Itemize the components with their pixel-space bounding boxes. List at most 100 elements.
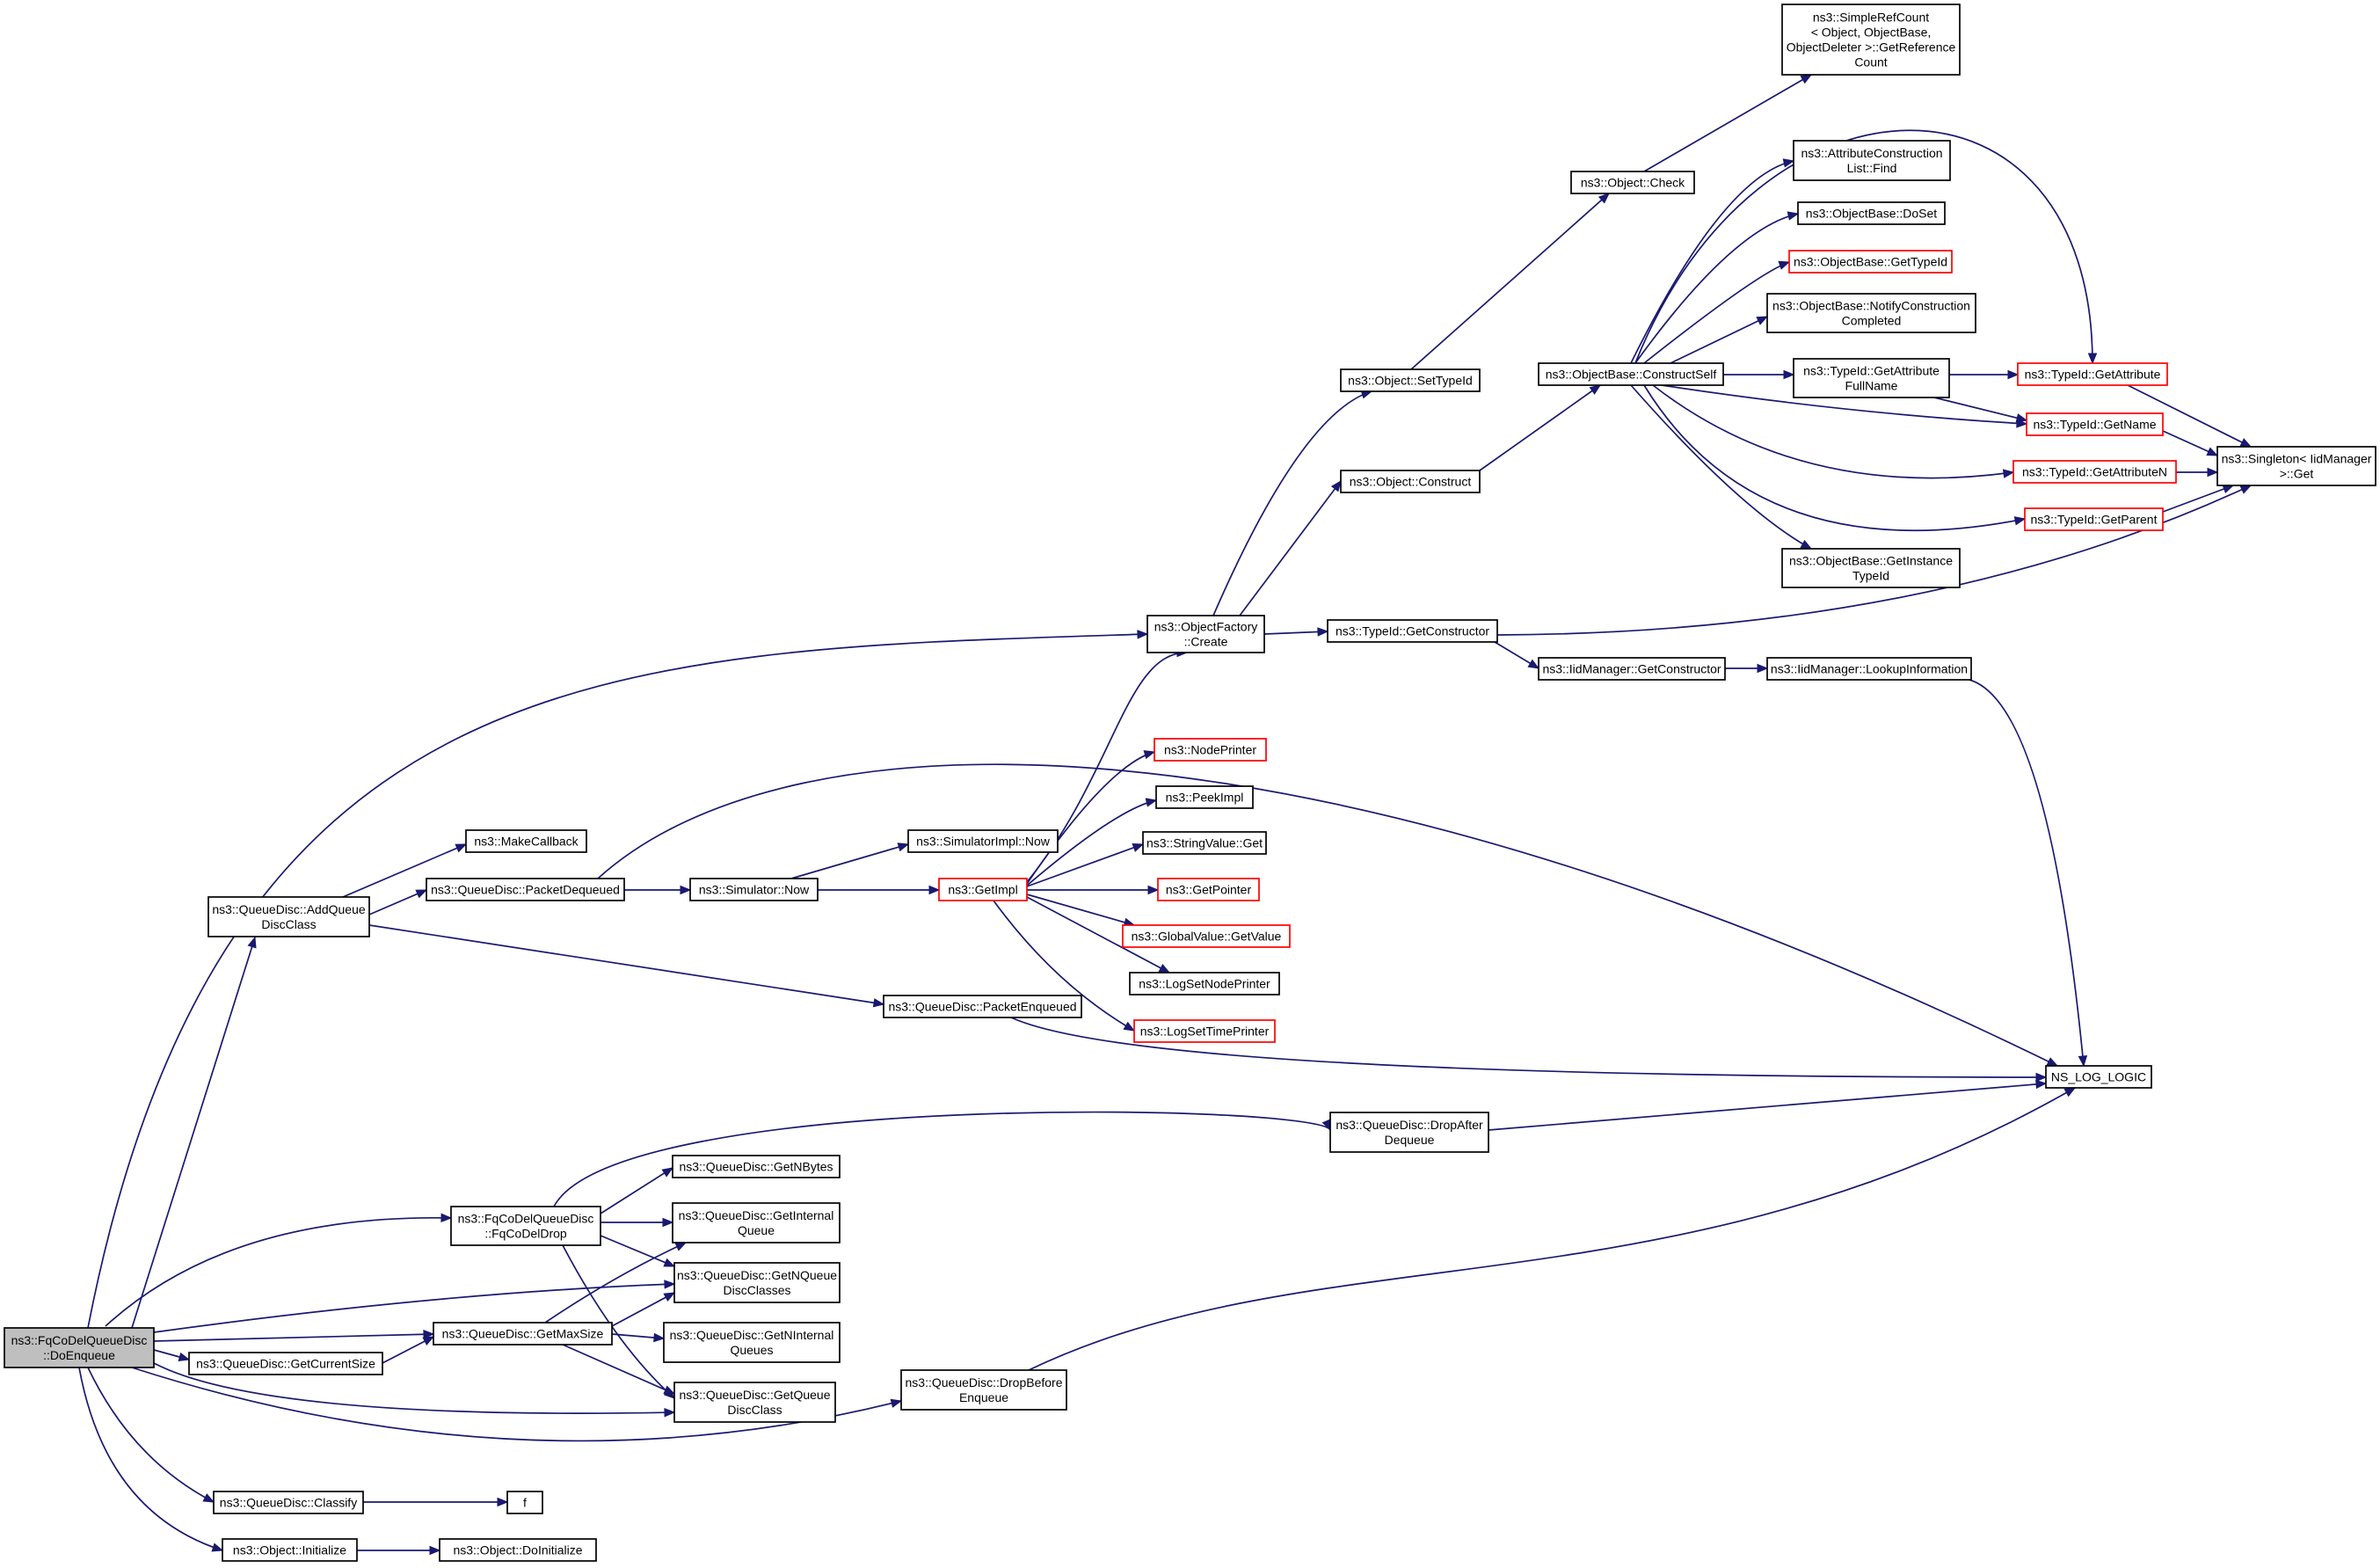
node-box-getintq[interactable] xyxy=(672,1202,841,1243)
node-box-getnintq[interactable] xyxy=(663,1322,841,1363)
node-box-singleton[interactable] xyxy=(2216,446,2376,486)
node-f[interactable]: f xyxy=(506,1491,543,1514)
node-getnbytes[interactable]: ns3::QueueDisc::GetNBytes xyxy=(672,1155,841,1178)
node-box-logtime[interactable] xyxy=(1133,1019,1276,1043)
node-box-nodeprinter[interactable] xyxy=(1154,738,1267,762)
node-singleton[interactable]: ns3::Singleton< IidManager >::Get xyxy=(2216,446,2376,486)
node-doinit[interactable]: ns3::Object::DoInitialize xyxy=(439,1538,597,1562)
node-getattr[interactable]: ns3::TypeId::GetAttribute xyxy=(2017,362,2168,386)
node-box-constructself[interactable] xyxy=(1538,362,1724,386)
node-box-makecb[interactable] xyxy=(465,829,587,853)
node-box-getqdc[interactable] xyxy=(673,1382,836,1423)
node-box-refcount[interactable] xyxy=(1781,4,1961,76)
node-box-tidgetcons[interactable] xyxy=(1327,619,1498,643)
node-box-doset[interactable] xyxy=(1797,201,1946,225)
node-strget[interactable]: ns3::StringValue::Get xyxy=(1142,831,1267,855)
node-box-nslog[interactable] xyxy=(2045,1065,2152,1089)
node-box-getattrn[interactable] xyxy=(2012,460,2177,484)
node-box-lookup[interactable] xyxy=(1766,657,1972,681)
node-box-gaf[interactable] xyxy=(1793,358,1950,398)
node-box-getnbytes[interactable] xyxy=(672,1155,841,1178)
node-gvget[interactable]: ns3::GlobalValue::GetValue xyxy=(1122,924,1291,948)
node-refcount[interactable]: ns3::SimpleRefCount< Object, ObjectBase,… xyxy=(1781,4,1961,76)
node-logtime[interactable]: ns3::LogSetTimePrinter xyxy=(1133,1019,1276,1043)
node-classify[interactable]: ns3::QueueDisc::Classify xyxy=(213,1491,364,1514)
node-objcheck[interactable]: ns3::Object::Check xyxy=(1570,171,1695,194)
node-box-objcheck[interactable] xyxy=(1570,171,1695,194)
node-box-dropafter[interactable] xyxy=(1329,1112,1489,1153)
node-getcur[interactable]: ns3::QueueDisc::GetCurrentSize xyxy=(188,1352,383,1375)
node-simimplnow[interactable]: ns3::SimulatorImpl::Now xyxy=(907,829,1059,853)
node-box-doinit[interactable] xyxy=(439,1538,597,1562)
node-box-pktdeq[interactable] xyxy=(426,878,625,901)
node-iidgetcons[interactable]: ns3::IidManager::GetConstructor xyxy=(1538,657,1726,681)
node-box-acfind[interactable] xyxy=(1793,140,1951,181)
node-box-obgettid[interactable] xyxy=(1788,250,1953,273)
node-box-getinst[interactable] xyxy=(1781,548,1961,588)
node-box-peekimpl[interactable] xyxy=(1155,785,1254,809)
node-settid[interactable]: ns3::Object::SetTypeId xyxy=(1340,368,1481,392)
node-box-objcons[interactable] xyxy=(1340,470,1481,493)
node-box-strget[interactable] xyxy=(1142,831,1267,855)
node-box-fqdrop[interactable] xyxy=(450,1206,601,1246)
node-box-getnqdc[interactable] xyxy=(673,1262,841,1303)
node-box-getname[interactable] xyxy=(2026,412,2164,436)
node-box-addqdc[interactable] xyxy=(207,896,370,937)
node-nslog[interactable]: NS_LOG_LOGIC xyxy=(2045,1065,2152,1089)
node-box-getimpl[interactable] xyxy=(938,878,1028,901)
node-makecb[interactable]: ns3::MakeCallback xyxy=(465,829,587,853)
node-lookup[interactable]: ns3::IidManager::LookupInformation xyxy=(1766,657,1972,681)
node-box-settid[interactable] xyxy=(1340,368,1481,392)
node-box-init[interactable] xyxy=(222,1538,358,1562)
node-box-objcreate[interactable] xyxy=(1146,615,1265,653)
node-box-dropbefore[interactable] xyxy=(900,1369,1067,1411)
node-getname[interactable]: ns3::TypeId::GetName xyxy=(2026,412,2164,436)
node-box-getmax[interactable] xyxy=(433,1322,613,1346)
node-box-f[interactable] xyxy=(506,1491,543,1514)
node-getptr[interactable]: ns3::GetPointer xyxy=(1157,878,1260,901)
node-lognode[interactable]: ns3::LogSetNodePrinter xyxy=(1129,972,1280,995)
node-notify[interactable]: ns3::ObjectBase::NotifyConstructionCompl… xyxy=(1766,293,1976,333)
node-box-root[interactable] xyxy=(4,1327,155,1368)
node-constructself[interactable]: ns3::ObjectBase::ConstructSelf xyxy=(1538,362,1724,386)
node-box-getcur[interactable] xyxy=(188,1352,383,1375)
node-objcreate[interactable]: ns3::ObjectFactory::Create xyxy=(1146,615,1265,653)
node-box-gvget[interactable] xyxy=(1122,924,1291,948)
node-getparent[interactable]: ns3::TypeId::GetParent xyxy=(2024,507,2164,531)
node-init[interactable]: ns3::Object::Initialize xyxy=(222,1538,358,1562)
node-getmax[interactable]: ns3::QueueDisc::GetMaxSize xyxy=(433,1322,613,1346)
node-box-simnow[interactable] xyxy=(689,878,819,901)
node-pktdeq[interactable]: ns3::QueueDisc::PacketDequeued xyxy=(426,878,625,901)
node-box-lognode[interactable] xyxy=(1129,972,1280,995)
node-obgettid[interactable]: ns3::ObjectBase::GetTypeId xyxy=(1788,250,1953,273)
node-box-getattr[interactable] xyxy=(2017,362,2168,386)
node-getimpl[interactable]: ns3::GetImpl xyxy=(938,878,1028,901)
node-box-iidgetcons[interactable] xyxy=(1538,657,1726,681)
node-box-getptr[interactable] xyxy=(1157,878,1260,901)
node-peekimpl[interactable]: ns3::PeekImpl xyxy=(1155,785,1254,809)
node-getattrn[interactable]: ns3::TypeId::GetAttributeN xyxy=(2012,460,2177,484)
node-fqdrop[interactable]: ns3::FqCoDelQueueDisc::FqCoDelDrop xyxy=(450,1206,601,1246)
node-root[interactable]: ns3::FqCoDelQueueDisc::DoEnqueue xyxy=(4,1327,155,1368)
node-objcons[interactable]: ns3::Object::Construct xyxy=(1340,470,1481,493)
node-box-getparent[interactable] xyxy=(2024,507,2164,531)
node-tidgetcons[interactable]: ns3::TypeId::GetConstructor xyxy=(1327,619,1498,643)
node-doset[interactable]: ns3::ObjectBase::DoSet xyxy=(1797,201,1946,225)
node-box-simimplnow[interactable] xyxy=(907,829,1059,853)
node-simnow[interactable]: ns3::Simulator::Now xyxy=(689,878,819,901)
node-nodeprinter[interactable]: ns3::NodePrinter xyxy=(1154,738,1267,762)
node-pktenq[interactable]: ns3::QueueDisc::PacketEnqueued xyxy=(883,995,1082,1018)
node-box-classify[interactable] xyxy=(213,1491,364,1514)
node-box-pktenq[interactable] xyxy=(883,995,1082,1018)
node-box-notify[interactable] xyxy=(1766,293,1976,333)
